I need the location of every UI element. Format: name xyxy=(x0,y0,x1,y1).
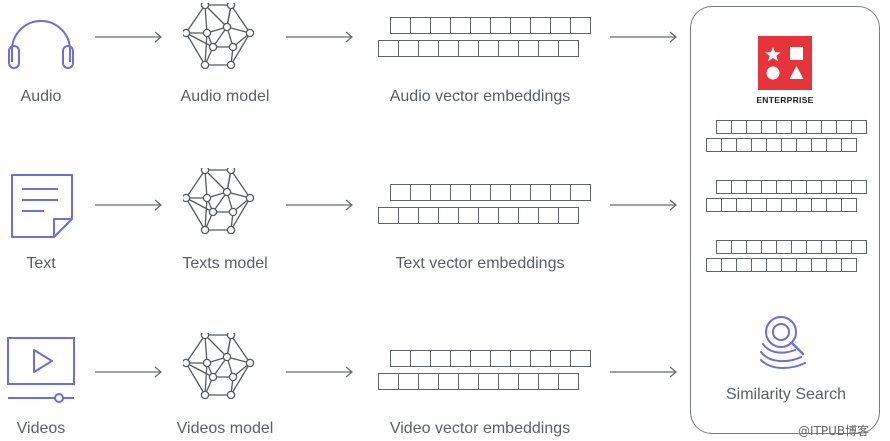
model-label-audio: Audio model xyxy=(180,88,270,105)
watermark: @ITPUB博客 xyxy=(798,424,870,438)
embedding-label-audio: Audio vector embeddings xyxy=(389,88,571,105)
video-player-icon xyxy=(6,336,78,406)
arrow-icon xyxy=(95,31,165,43)
arrow-icon xyxy=(95,366,165,378)
model-label-videos: Videos model xyxy=(176,420,274,437)
embedding-label-text: Text vector embeddings xyxy=(395,255,565,272)
neural-network-icon xyxy=(183,3,255,69)
arrow-icon xyxy=(286,199,356,211)
vector-strip xyxy=(378,207,579,224)
vector-strip xyxy=(706,198,857,212)
arrow-icon xyxy=(286,366,356,378)
arrow-icon xyxy=(610,366,680,378)
arrow-icon xyxy=(286,31,356,43)
vector-strip xyxy=(706,138,857,152)
input-label-videos: Videos xyxy=(16,420,66,437)
headphones-icon xyxy=(6,16,76,74)
embedding-label-video: Video vector embeddings xyxy=(389,420,571,437)
arrow-icon xyxy=(610,31,680,43)
vector-strip xyxy=(716,240,867,254)
vector-strip xyxy=(378,40,579,57)
logo-caption: ENTERPRISE xyxy=(756,95,814,105)
vector-strip xyxy=(390,350,591,367)
input-label-audio: Audio xyxy=(20,88,62,105)
input-label-text: Text xyxy=(26,255,56,272)
vector-strip xyxy=(716,120,867,134)
vector-strip xyxy=(390,184,591,201)
vector-strip xyxy=(706,258,857,272)
arrow-icon xyxy=(610,199,680,211)
neural-network-icon xyxy=(183,168,255,234)
similarity-search-icon xyxy=(755,310,819,374)
arrow-icon xyxy=(95,199,165,211)
vector-strip xyxy=(390,17,591,34)
model-label-text: Texts model xyxy=(182,255,268,272)
similarity-search-label: Similarity Search xyxy=(725,386,847,403)
vector-strip xyxy=(716,180,867,194)
document-icon xyxy=(8,171,78,241)
neural-network-icon xyxy=(183,333,255,399)
vector-strip xyxy=(378,373,579,390)
enterprise-logo xyxy=(758,36,812,90)
